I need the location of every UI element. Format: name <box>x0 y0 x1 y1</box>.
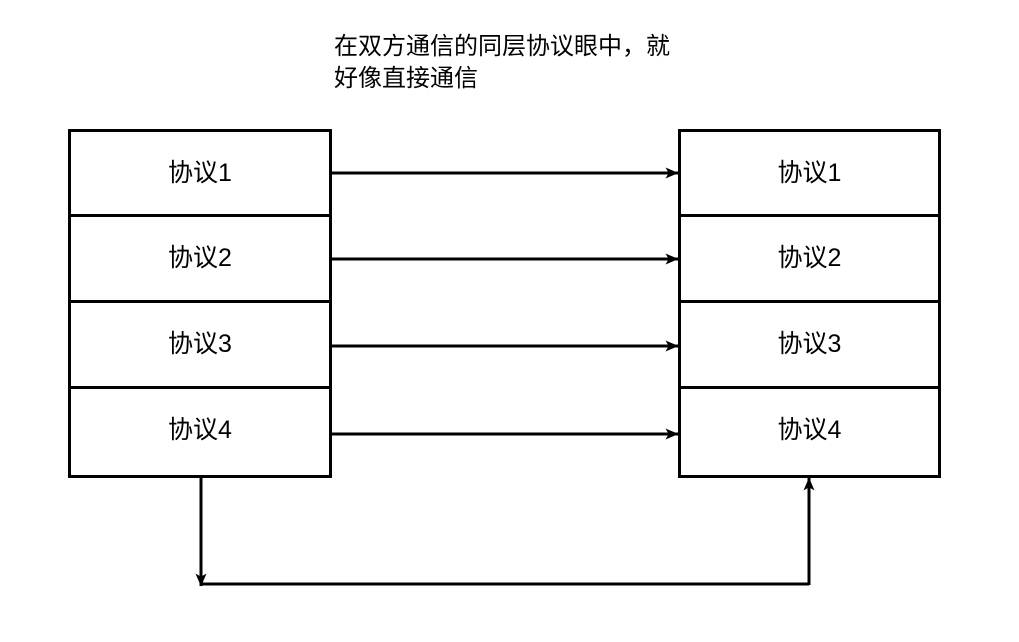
right-layer-4[interactable]: 协议4 <box>681 389 938 475</box>
diagram-caption: 在双方通信的同层协议眼中，就 好像直接通信 <box>334 33 670 92</box>
left-layer-1-label: 协议1 <box>168 159 232 187</box>
right-layer-1[interactable]: 协议1 <box>681 132 938 217</box>
left-layer-4-label: 协议4 <box>168 416 232 444</box>
left-layer-3-label: 协议3 <box>168 330 232 358</box>
left-layer-3[interactable]: 协议3 <box>71 303 329 389</box>
left-layer-2[interactable]: 协议2 <box>71 217 329 303</box>
left-protocol-stack: 协议1 协议2 协议3 协议4 <box>68 129 332 478</box>
right-layer-2[interactable]: 协议2 <box>681 217 938 303</box>
right-layer-2-label: 协议2 <box>777 244 842 272</box>
left-layer-1[interactable]: 协议1 <box>71 132 329 217</box>
right-layer-4-label: 协议4 <box>777 416 842 444</box>
left-layer-4[interactable]: 协议4 <box>71 389 329 475</box>
right-protocol-stack: 协议1 协议2 协议3 协议4 <box>678 129 941 478</box>
left-layer-2-label: 协议2 <box>168 244 232 272</box>
right-layer-1-label: 协议1 <box>777 159 842 187</box>
right-layer-3[interactable]: 协议3 <box>681 303 938 389</box>
right-layer-3-label: 协议3 <box>777 330 842 358</box>
